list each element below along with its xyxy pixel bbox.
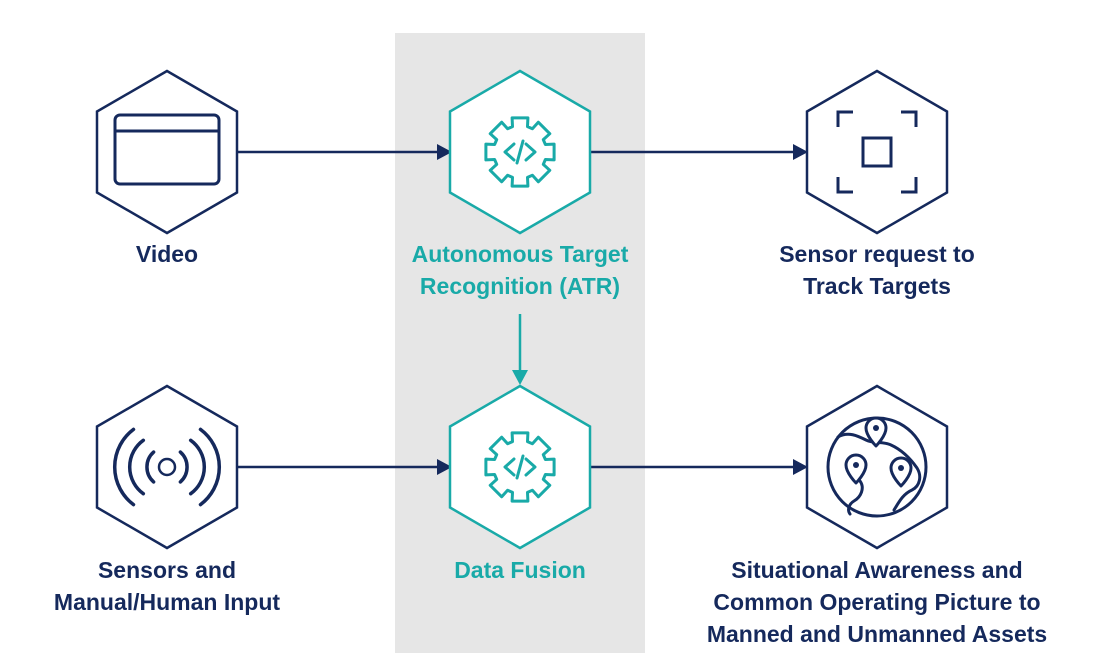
label-video: Video [67,238,267,270]
label-data-fusion: Data Fusion [400,554,640,586]
signal-broadcast-icon [112,427,222,507]
edge-video-to-atr [238,144,452,160]
label-sensor-request: Sensor request to Track Targets [737,238,1017,302]
label-situational: Situational Awareness and Common Operati… [682,554,1072,650]
label-situational-line-1: Situational Awareness and [731,557,1023,583]
label-sensor-request-line-1: Sensor request to [779,241,975,267]
video-window-icon [113,113,221,186]
focus-target-icon [836,110,918,194]
globe-map-pins-icon [826,416,928,518]
node-data-fusion-hexagon [448,384,592,550]
node-video-hexagon [95,69,239,235]
label-situational-line-3: Manned and Unmanned Assets [706,621,1048,647]
label-atr: Autonomous Target Recognition (ATR) [380,238,660,302]
edge-atr-to-data-fusion [512,314,528,385]
node-sensor-request-hexagon [805,69,949,235]
edge-sensors-to-data-fusion [238,459,452,475]
edge-data-fusion-to-situational [590,459,808,475]
label-sensors: Sensors and Manual/Human Input [27,554,307,618]
label-atr-line-2: Recognition (ATR) [419,273,621,299]
label-sensors-line-1: Sensors and [97,557,237,583]
node-situational-hexagon [805,384,949,550]
label-sensor-request-line-2: Track Targets [803,273,951,299]
label-atr-line-1: Autonomous Target [411,241,629,267]
label-situational-line-2: Common Operating Picture to [713,589,1041,615]
node-sensors-hexagon [95,384,239,550]
label-sensors-line-2: Manual/Human Input [53,589,281,615]
label-video-line-1: Video [135,241,199,267]
node-atr-hexagon [448,69,592,235]
edge-atr-to-sensor-request [590,144,808,160]
label-data-fusion-line-1: Data Fusion [454,557,586,583]
